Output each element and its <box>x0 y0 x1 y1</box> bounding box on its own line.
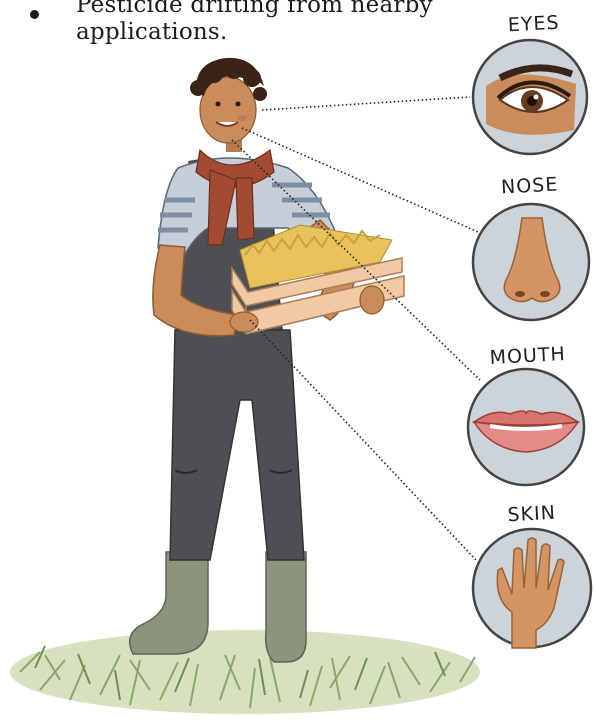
route-mouth: MOUTH <box>468 343 584 485</box>
route-label-nose: NOSE <box>501 174 559 199</box>
route-label-mouth: MOUTH <box>489 343 566 369</box>
route-label-eyes: EYES <box>507 12 560 37</box>
leader-line-eyes <box>262 97 470 110</box>
farmer-head <box>190 58 267 152</box>
route-label-skin: SKIN <box>507 502 556 526</box>
route-nose: NOSE <box>473 174 589 320</box>
grass-patch <box>10 630 480 714</box>
route-skin: SKIN <box>473 502 591 648</box>
route-eyes: EYES <box>473 12 587 154</box>
